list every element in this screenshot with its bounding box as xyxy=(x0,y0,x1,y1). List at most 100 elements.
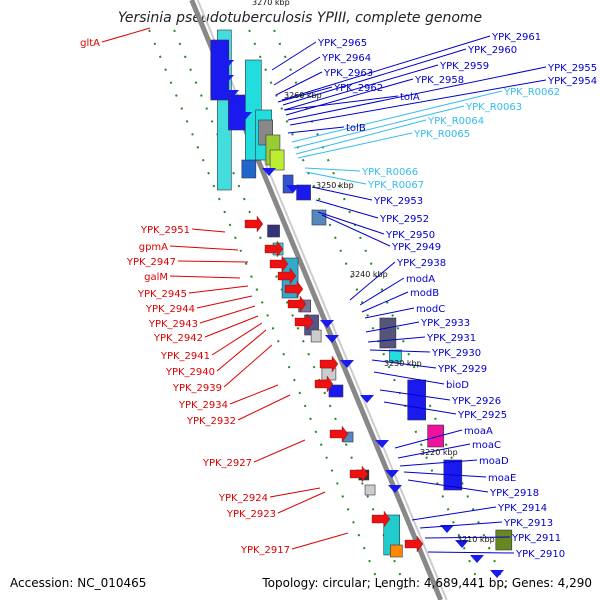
left-gene-label: YPK_2917 xyxy=(240,545,290,556)
gene-block xyxy=(296,184,311,201)
leader-line xyxy=(204,315,259,338)
reverse-arrow xyxy=(284,280,304,298)
right-gene-label: moaC xyxy=(472,440,501,451)
left-gene-label: gltA xyxy=(80,38,100,49)
right-gene-label: YPK_2918 xyxy=(489,488,539,499)
leader-line xyxy=(424,536,511,539)
leader-line xyxy=(271,41,317,71)
left-gene-label: YPK_2941 xyxy=(160,351,210,362)
leader-line xyxy=(269,487,321,498)
left-gene-label: YPK_2923 xyxy=(226,509,276,520)
leader-line xyxy=(371,359,437,369)
left-gene-label: YPK_2932 xyxy=(186,416,236,427)
right-gene-label: YPK_2950 xyxy=(385,230,435,241)
right-gene-label: YPK_2930 xyxy=(431,348,481,359)
leader-line xyxy=(223,344,273,388)
left-gene-label: YPK_2924 xyxy=(218,493,268,504)
gene-block xyxy=(328,384,344,398)
gene-labels: gltAYPK_2951gpmAYPK_2947galMYPK_2945YPK_… xyxy=(80,32,597,560)
right-gene-label: moaE xyxy=(488,473,516,484)
leader-line xyxy=(399,459,478,467)
leader-line xyxy=(169,275,241,279)
left-gene-label: YPK_2943 xyxy=(148,319,198,330)
reverse-arrow xyxy=(287,295,307,313)
leader-line xyxy=(275,71,323,96)
left-gene-label: YPK_2951 xyxy=(140,225,190,236)
leader-line xyxy=(188,285,249,294)
right-gene-label: modA xyxy=(406,274,435,285)
gene-block xyxy=(241,159,257,179)
gene-block xyxy=(379,317,397,349)
leader-line xyxy=(321,214,391,247)
reverse-arrow xyxy=(319,355,339,373)
leader-line xyxy=(427,551,515,554)
leader-line xyxy=(273,56,321,86)
leader-line xyxy=(297,132,413,159)
right-gene-label: YPK_2913 xyxy=(503,518,553,529)
genome-summary-text: Topology: circular; Length: 4,689,441 bp… xyxy=(262,576,592,590)
forward-arrow xyxy=(262,168,276,176)
leader-line xyxy=(169,245,239,251)
reverse-arrow xyxy=(329,425,349,443)
grid-line-outer-left xyxy=(148,29,383,591)
forward-arrow xyxy=(220,60,234,68)
left-gene-label: YPK_2945 xyxy=(137,289,187,300)
gene-features xyxy=(210,29,513,578)
leader-line xyxy=(177,260,249,263)
leader-line xyxy=(367,336,426,343)
grid-line-inner-left xyxy=(173,29,408,591)
right-gene-label: YPK_2929 xyxy=(437,364,487,375)
leader-line xyxy=(287,126,345,134)
kbp-tick-label: 3260 kbp xyxy=(284,91,322,100)
right-gene-label: YPK_2933 xyxy=(420,318,470,329)
reverse-arrow xyxy=(264,240,284,258)
leader-line xyxy=(359,277,405,306)
forward-arrow xyxy=(286,185,300,193)
leader-line xyxy=(284,95,399,111)
accession-text: Accession: NC_010465 xyxy=(10,576,147,590)
leader-line xyxy=(287,66,547,121)
reverse-arrow xyxy=(314,375,334,393)
right-gene-label: YPK_2938 xyxy=(396,258,446,269)
right-gene-label: moaD xyxy=(479,456,509,467)
rna-gene-label: YPK_R0062 xyxy=(503,87,560,98)
leader-line xyxy=(379,389,451,401)
leader-line xyxy=(305,171,367,185)
reverse-arrow xyxy=(277,267,297,285)
left-gene-label: YPK_2927 xyxy=(202,458,252,469)
leader-line xyxy=(311,186,373,201)
leader-line xyxy=(282,48,467,106)
forward-arrow xyxy=(470,555,484,563)
gene-block xyxy=(210,39,230,101)
far-right-gene-label: YPK_2960 xyxy=(467,45,517,56)
far-right-gene-label: YPK_2961 xyxy=(491,32,541,43)
leader-line xyxy=(419,521,503,529)
grid-line-inner-right xyxy=(248,29,483,591)
leader-line xyxy=(289,79,547,126)
kbp-tick-label: 3210 kbp xyxy=(457,535,495,544)
leader-line xyxy=(364,307,415,319)
left-gene-label: YPK_2940 xyxy=(165,367,215,378)
leader-line xyxy=(349,261,396,301)
leader-line xyxy=(277,86,333,103)
leader-line xyxy=(394,429,463,449)
forward-arrow xyxy=(440,525,454,533)
gene-block xyxy=(310,329,322,343)
leader-line xyxy=(361,291,409,313)
gene-block xyxy=(407,379,427,421)
kbp-tick-label: 3240 kbp xyxy=(350,270,388,279)
forward-arrow xyxy=(455,540,469,548)
leader-line xyxy=(403,471,487,478)
leader-line xyxy=(315,199,379,219)
leader-line xyxy=(253,439,306,463)
right-gene-label: YPK_2949 xyxy=(391,242,441,253)
leader-line xyxy=(317,211,385,235)
rna-gene-label: YPK_R0065 xyxy=(413,129,470,140)
leader-line xyxy=(383,401,457,415)
leader-line xyxy=(373,371,445,385)
leader-line xyxy=(216,329,267,372)
right-gene-label: modB xyxy=(410,288,439,299)
gene-block xyxy=(495,529,513,551)
